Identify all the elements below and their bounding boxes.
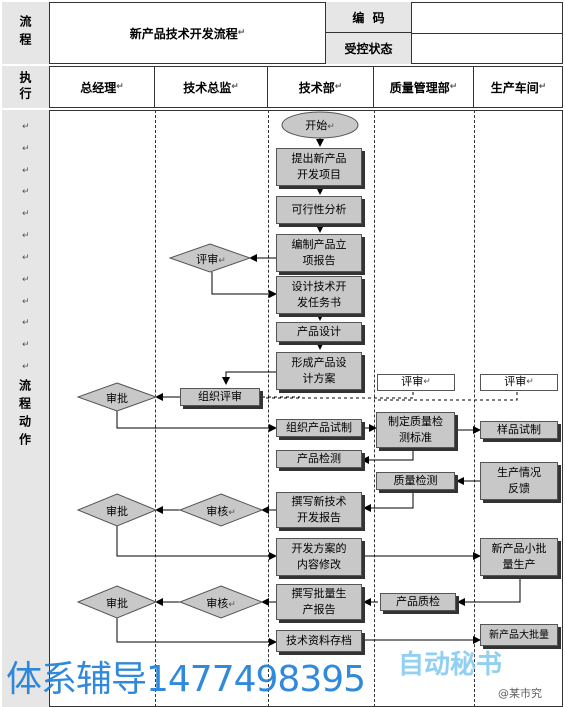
watermark-handle: @某市究	[498, 687, 542, 700]
flow-title: 新产品技术开发流程↵	[50, 2, 326, 64]
box-feasibility: 可行性分析	[276, 196, 362, 224]
code-value	[412, 33, 563, 34]
box-trial-production: 组织产品试制	[276, 419, 362, 437]
lane-sep-3	[374, 110, 375, 707]
code-label: 编 码	[326, 2, 412, 33]
box-archive: 技术资料存档	[276, 630, 362, 652]
box-quality-inspection: 质量检测	[376, 472, 455, 490]
box-batch-report: 撰写批量生产报告	[276, 584, 362, 620]
diamond-check1	[178, 493, 264, 527]
box-small-batch: 新产品小批量生产	[480, 538, 558, 576]
box-propose-project: 提出新产品开发项目	[276, 148, 362, 186]
exec-label: 执行	[2, 66, 50, 108]
box-organize-review: 组织评审	[180, 388, 260, 406]
lane-production: 生产车间↵	[490, 80, 547, 95]
box-task-book: 设计技术开发任务书	[276, 276, 362, 314]
control-label: 受控状态	[326, 33, 412, 64]
lane-gm: 总经理↵	[50, 66, 155, 108]
para-marks: ↵↵↵↵↵↵↵↵↵↵↵↵	[22, 122, 30, 372]
box-project-report: 编制产品立项报告	[276, 234, 362, 272]
check1-label: 审核↵	[206, 505, 236, 518]
lane-quality: 质量管理部↵	[374, 66, 474, 108]
box-product-inspection: 产品检测	[276, 450, 362, 468]
diamond-approve3	[76, 585, 158, 619]
box-production-review: 评审↵	[480, 374, 558, 391]
box-tech-report: 撰写新技术开发报告	[276, 492, 362, 528]
diamond-approve2	[76, 493, 158, 527]
start-ellipse	[281, 111, 359, 139]
lane-tech-dept: 技术部↵	[268, 66, 374, 108]
diamond-review1	[168, 243, 252, 273]
watermark-left: 体系辅导1477498395	[6, 659, 366, 700]
action-column	[2, 110, 50, 707]
approve1-label: 审批	[106, 392, 128, 405]
lane-sep-4	[474, 110, 475, 707]
box-quality-review: 评审↵	[377, 374, 455, 391]
box-mass-production: 新产品大批量	[480, 624, 558, 646]
box-quality-check: 产品质检	[380, 593, 456, 611]
approve2-label: 审批	[106, 505, 128, 518]
check2-label: 审核↵	[206, 597, 236, 610]
review1-label: 评审↵	[196, 253, 226, 266]
box-plan-modify: 开发方案的内容修改	[276, 538, 362, 576]
diamond-check2	[178, 585, 264, 619]
box-quality-standard: 制定质量检测标准	[376, 412, 455, 448]
box-production-feedback: 生产情况反馈	[480, 462, 558, 500]
watermark-logo: 自动秘书	[398, 650, 503, 680]
process-label: 流程	[2, 2, 50, 64]
diamond-approve1	[76, 382, 158, 412]
box-product-design: 产品设计	[276, 322, 362, 342]
lane-tech-director: 技术总监↵	[155, 66, 268, 108]
box-sample-trial: 样品试制	[480, 421, 558, 439]
lane-sep-1	[155, 110, 156, 707]
lane-sep-2	[268, 110, 269, 707]
approve3-label: 审批	[106, 597, 128, 610]
box-design-plan: 形成产品设计方案	[276, 352, 362, 390]
action-label: 流程动作	[17, 379, 32, 451]
start-node: 开始↵	[305, 119, 335, 132]
